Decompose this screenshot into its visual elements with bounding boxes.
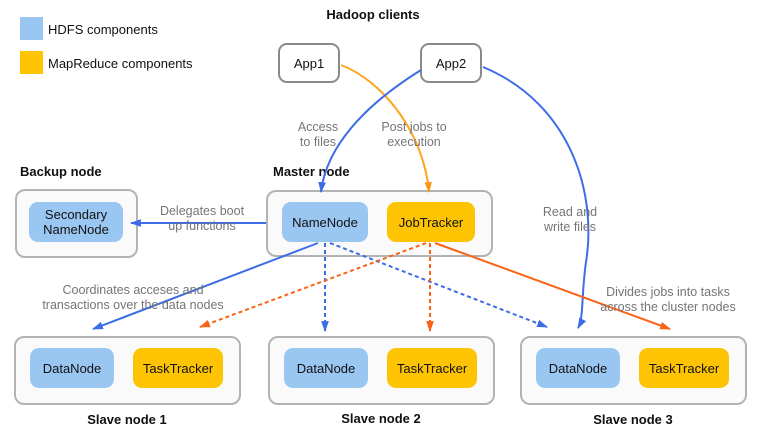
legend-label-mapreduce: MapReduce components [48, 56, 193, 71]
app2-node: App2 [420, 43, 482, 83]
label-read-write-line1: Read and [542, 205, 598, 219]
slave2-datanode: DataNode [284, 348, 368, 388]
slave1-datanode: DataNode [30, 348, 114, 388]
backup-node-title: Backup node [20, 164, 102, 179]
slave1-tasktracker: TaskTracker [133, 348, 223, 388]
clients-title: Hadoop clients [326, 7, 420, 22]
label-divides-line2: across the cluster nodes [600, 300, 736, 314]
label-coordinates-line2: transactions over the data nodes [42, 298, 224, 312]
label-delegates: Delegates boot up functions [152, 204, 252, 234]
slave-node-3-title: Slave node 3 [593, 412, 673, 427]
label-access-line1: Access [297, 120, 339, 134]
label-access-to-files: Access to files [268, 120, 368, 150]
label-delegates-line1: Delegates boot [159, 204, 245, 218]
jobtracker: JobTracker [387, 202, 475, 242]
secondary-namenode: Secondary NameNode [29, 202, 123, 242]
slave3-datanode: DataNode [536, 348, 620, 388]
label-post-jobs: Post jobs to execution [364, 120, 464, 150]
legend-swatch-hdfs [20, 17, 43, 40]
label-read-write: Read and write files [520, 205, 620, 235]
label-post-jobs-line2: execution [387, 135, 441, 149]
label-delegates-line2: up functions [168, 219, 236, 233]
label-divides: Divides jobs into tasks across the clust… [568, 285, 762, 315]
label-read-write-line2: write files [543, 220, 597, 234]
legend-label-hdfs: HDFS components [48, 22, 158, 37]
slave3-tasktracker: TaskTracker [639, 348, 729, 388]
legend-swatch-mapreduce [20, 51, 43, 74]
slave-node-1-title: Slave node 1 [87, 412, 167, 427]
label-coordinates: Coordinates acceses and transactions ove… [8, 283, 258, 313]
master-node-title: Master node [273, 164, 350, 179]
slave2-tasktracker: TaskTracker [387, 348, 477, 388]
namenode: NameNode [282, 202, 368, 242]
label-post-jobs-line1: Post jobs to [381, 120, 447, 134]
label-access-line2: to files [299, 135, 337, 149]
label-coordinates-line1: Coordinates acceses and [62, 283, 204, 297]
label-divides-line1: Divides jobs into tasks [606, 285, 730, 299]
app1-node: App1 [278, 43, 340, 83]
slave-node-2-title: Slave node 2 [341, 411, 421, 426]
